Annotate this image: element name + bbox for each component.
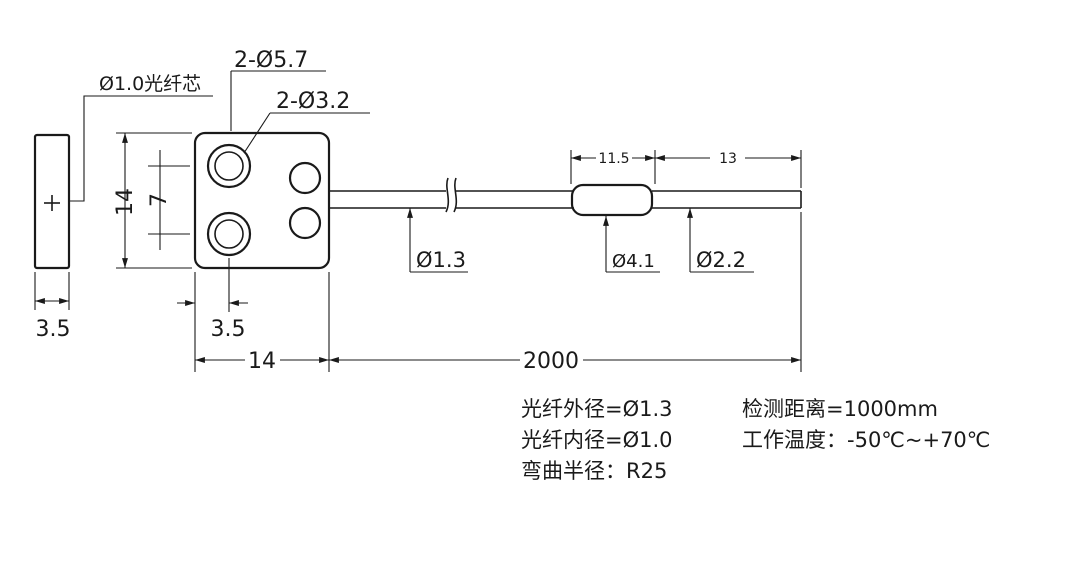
spec-block: 光纤外径=Ø1.3 光纤内径=Ø1.0 弯曲半径：R25 检测距离=1000mm…: [521, 397, 990, 483]
side-view: 3.5: [33, 95, 213, 342]
dim-hole-pitch: 7: [147, 193, 172, 207]
spec-operating-temp: 工作温度：-50℃~+70℃: [742, 428, 990, 452]
dim-hole-offset: 3.5: [211, 317, 246, 342]
dim-height: 14: [113, 188, 138, 216]
dim-side-width: 3.5: [36, 317, 71, 342]
fiber-cable: [329, 150, 802, 372]
core-note-label: Ø1.0光纤芯: [99, 73, 201, 95]
holes-small-label: 2-Ø3.2: [276, 89, 350, 114]
dim-sleeve-od: Ø4.1: [612, 251, 655, 272]
large-hole-top: [206, 143, 252, 189]
dim-sleeve-length: 11.5: [598, 151, 629, 167]
large-hole-bottom: [206, 211, 252, 257]
spec-bend-radius: 弯曲半径：R25: [521, 459, 667, 483]
dim-tail-length: 13: [719, 151, 737, 167]
small-hole-bottom: [288, 206, 322, 240]
dim-block-width: 14: [248, 349, 276, 374]
front-view: [116, 70, 370, 372]
holes-large-label: 2-Ø5.7: [234, 48, 308, 73]
spec-fiber-outer: 光纤外径=Ø1.3: [521, 397, 673, 421]
dim-total-length: 2000: [523, 349, 579, 374]
small-hole-top: [288, 161, 322, 195]
dim-tail-od: Ø2.2: [696, 248, 746, 272]
cable-break-mark: [445, 177, 450, 213]
sensor-block: [193, 131, 331, 270]
dim-fiber-od: Ø1.3: [416, 248, 466, 272]
fiber-sleeve: [570, 183, 654, 217]
spec-detect-distance: 检测距离=1000mm: [742, 397, 938, 421]
spec-fiber-inner: 光纤内径=Ø1.0: [521, 428, 673, 452]
